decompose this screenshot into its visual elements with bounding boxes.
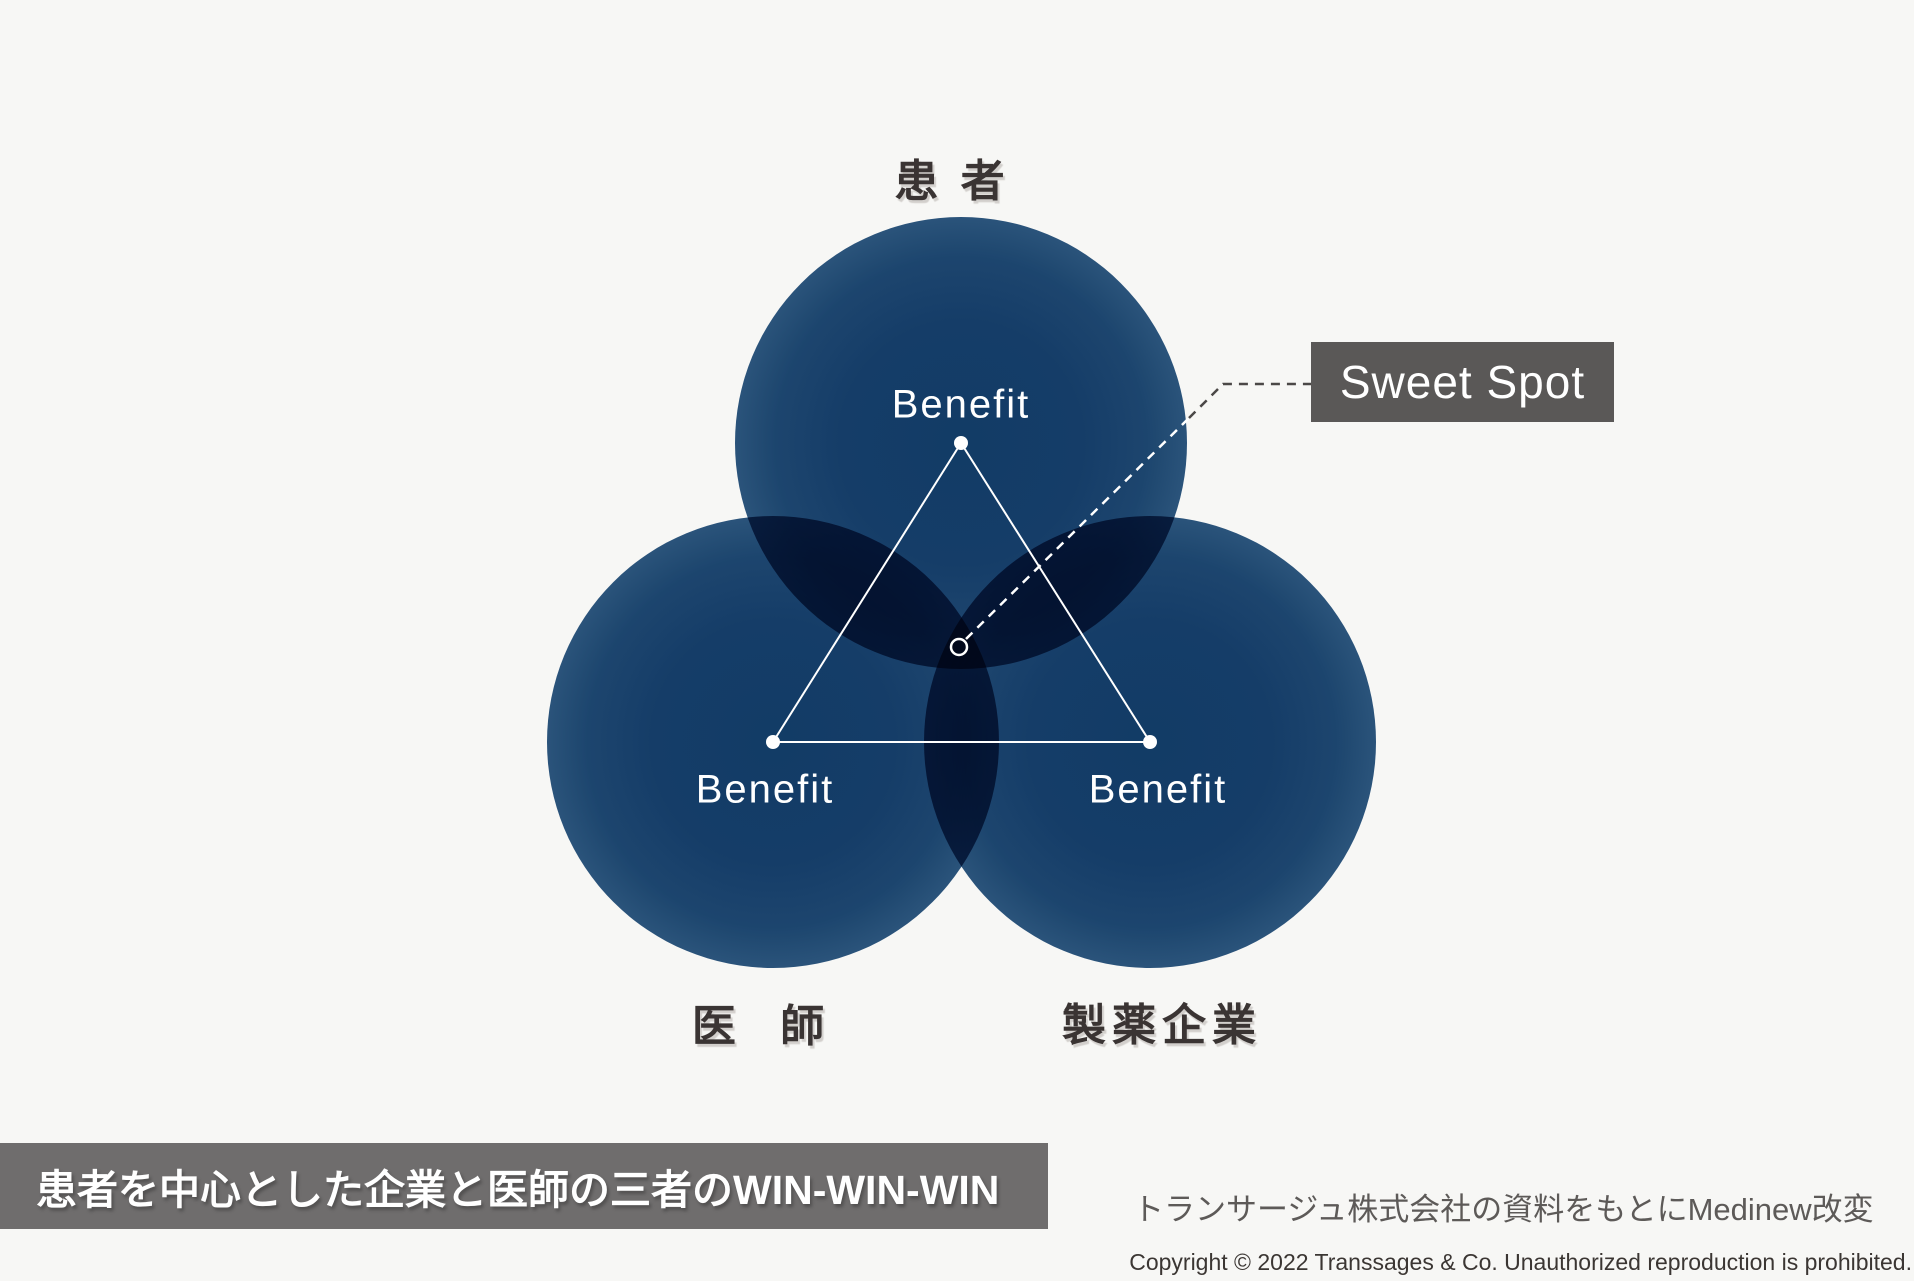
sweet-spot-callout: Sweet Spot xyxy=(1311,342,1614,422)
sweet-spot-label: Sweet Spot xyxy=(1339,356,1586,408)
benefit-label-pharma: Benefit xyxy=(1088,767,1228,812)
node-label-patient: 患 者 xyxy=(894,157,1010,206)
benefit-label-doctor: Benefit xyxy=(695,767,835,812)
summary-banner-text: 患者を中心とした企業と医師の三者のWIN-WIN-WIN xyxy=(36,1167,1000,1213)
attribution-text: トランサージュ株式会社の資料をもとにMedinew改変 xyxy=(1133,1192,1874,1227)
dashed-leader-line-outer xyxy=(1188,382,1311,419)
summary-banner: 患者を中心とした企業と医師の三者のWIN-WIN-WIN xyxy=(0,1143,1048,1229)
copyright-text: Copyright © 2022 Transsages & Co. Unauth… xyxy=(1129,1249,1912,1275)
node-label-doctor: 医 師 xyxy=(691,1002,841,1051)
node-label-pharma: 製薬企業 xyxy=(1062,1001,1262,1050)
benefit-label-patient: Benefit xyxy=(891,382,1031,427)
venn-circle-pharma xyxy=(924,516,1376,968)
